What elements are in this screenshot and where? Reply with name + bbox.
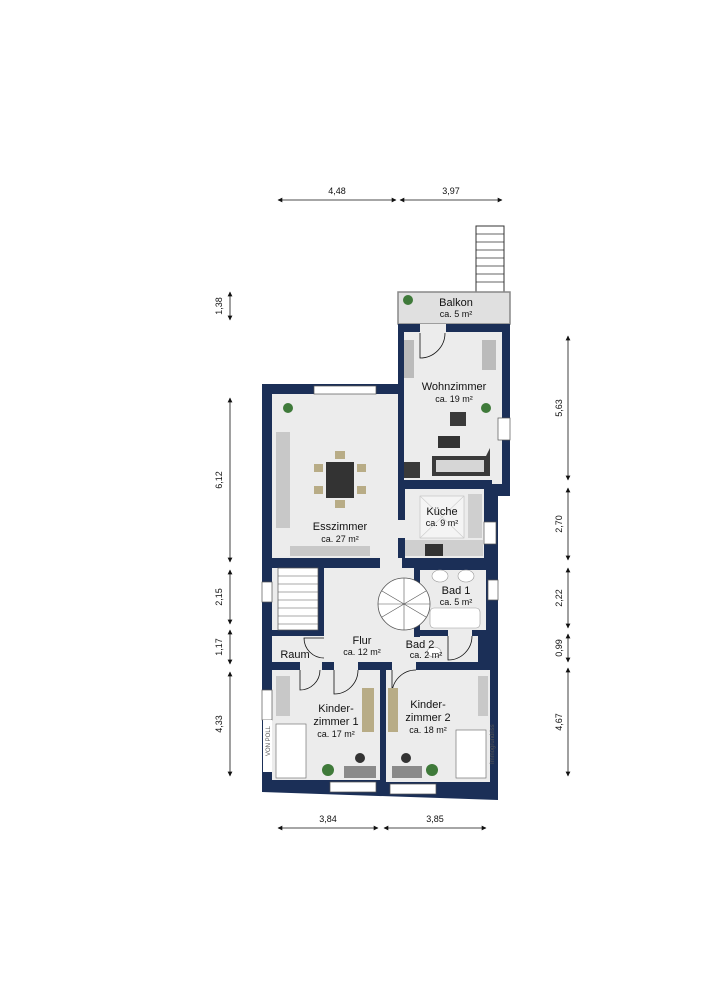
room-name-kinder2-line1: Kinder- — [410, 699, 446, 711]
room-name-kinder1-line2: zimmer 1 — [313, 716, 358, 728]
room-area-balkon: ca. 5 m² — [440, 309, 473, 319]
dimension-lines — [227, 197, 571, 831]
dimension-labels: 4,48 3,97 3,84 3,85 1,38 6,12 2,15 1,17 … — [214, 186, 564, 824]
balcony — [397, 291, 511, 325]
von-poll-logo-text: VON POLL — [266, 725, 272, 756]
room-area-esszimmer: ca. 27 m² — [321, 534, 359, 544]
von-poll-logo — [263, 720, 272, 772]
dim-right-5: 4,67 — [554, 713, 564, 731]
room-name-flur: Flur — [353, 635, 372, 647]
dim-left-1: 1,38 — [214, 297, 224, 315]
plant-icon — [481, 403, 491, 413]
dim-right-2: 2,70 — [554, 515, 564, 533]
plant-icon — [283, 403, 293, 413]
plant-icon — [403, 295, 413, 305]
room-labels: Balkon ca. 5 m² Wohnzimmer ca. 19 m² Ess… — [280, 297, 486, 739]
room-area-bad2: ca. 2 m² — [410, 650, 443, 660]
room-area-bad1: ca. 5 m² — [440, 597, 473, 607]
room-area-flur: ca. 12 m² — [343, 647, 381, 657]
room-name-kueche: Küche — [426, 506, 457, 518]
room-name-balkon: Balkon — [439, 297, 473, 309]
dim-left-2: 6,12 — [214, 471, 224, 489]
room-name-raum: Raum — [280, 649, 309, 661]
room-name-bad2: Bad 2 — [406, 639, 435, 651]
room-name-bad1: Bad 1 — [442, 585, 471, 597]
exterior-staircase — [475, 225, 505, 293]
dim-right-4: 0,99 — [554, 639, 564, 657]
dim-left-3: 2,15 — [214, 588, 224, 606]
brand-watermark: Immogrundriss — [490, 724, 496, 764]
dim-bottom-2: 3,85 — [426, 814, 444, 824]
dim-left-5: 4,33 — [214, 715, 224, 733]
room-area-wohnzimmer: ca. 19 m² — [435, 394, 473, 404]
dim-top-2: 3,97 — [442, 186, 460, 196]
room-area-kinder2: ca. 18 m² — [409, 725, 447, 735]
watermarks: VON POLL Immogrundriss — [263, 720, 496, 772]
furniture — [275, 340, 496, 779]
dim-top-1: 4,48 — [328, 186, 346, 196]
dim-left-4: 1,17 — [214, 638, 224, 656]
room-area-kueche: ca. 9 m² — [426, 518, 459, 528]
room-name-kinder1-line1: Kinder- — [318, 703, 354, 715]
dim-bottom-1: 3,84 — [319, 814, 337, 824]
windows — [261, 385, 511, 795]
room-area-kinder1: ca. 17 m² — [317, 729, 355, 739]
room-name-esszimmer: Esszimmer — [313, 521, 368, 533]
dim-right-1: 5,63 — [554, 399, 564, 417]
plant-icon — [322, 764, 334, 776]
plant-icon — [426, 764, 438, 776]
dim-right-3: 2,22 — [554, 589, 564, 607]
room-name-kinder2-line2: zimmer 2 — [405, 712, 450, 724]
room-name-wohnzimmer: Wohnzimmer — [422, 381, 487, 393]
